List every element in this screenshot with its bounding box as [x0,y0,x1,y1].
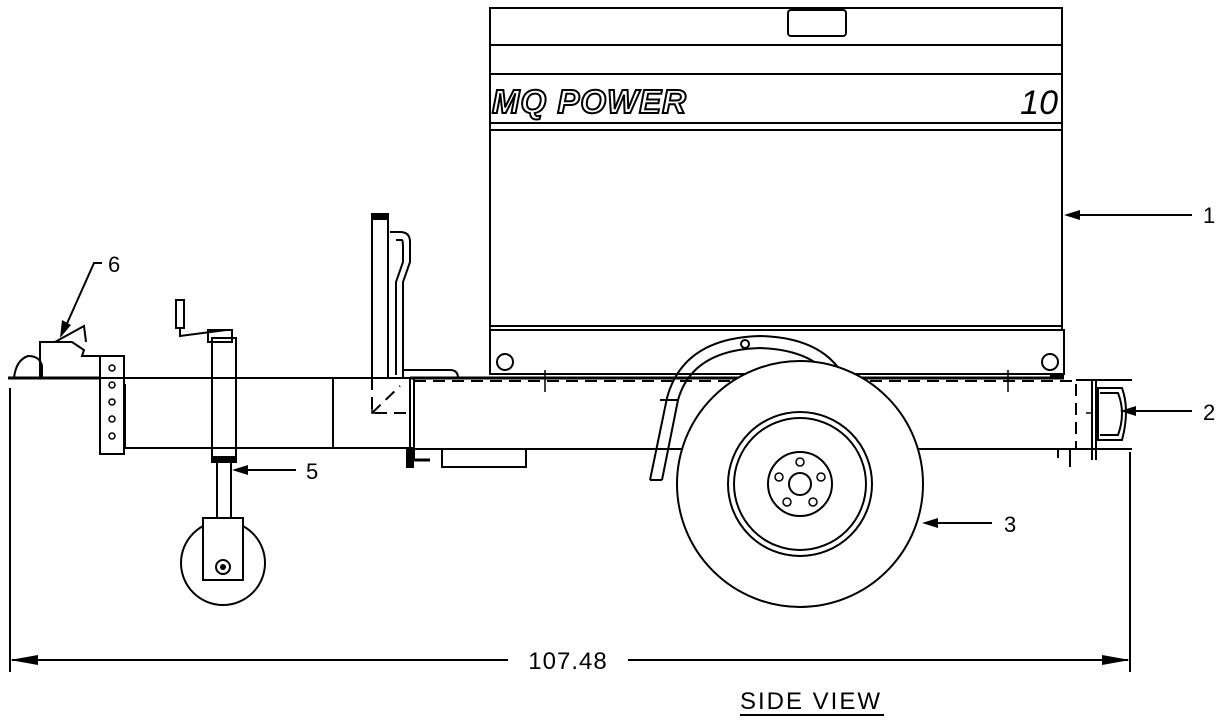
callout-1: 1 [1203,203,1215,228]
view-caption: SIDE VIEW [740,688,882,715]
exhaust-stack [371,213,459,414]
trailer-wheel [676,360,924,608]
callout-3: 3 [1004,512,1016,537]
callout-leaders [60,210,1192,528]
trailer-tongue [8,377,1130,468]
brand-logo: MQ POWER [492,83,687,120]
lift-hole-right [1041,353,1059,371]
callout-5: 5 [306,459,318,484]
tongue-jack [175,299,266,606]
rear-bumper [1076,379,1132,460]
generator-enclosure: MQ POWER 10 [489,7,1063,331]
coupler [8,324,125,455]
model-number: 10 [1020,84,1058,122]
callout-2: 2 [1203,400,1215,425]
callout-6: 6 [108,252,120,277]
overall-dimension-line [9,388,1131,672]
top-latch [787,9,847,37]
lift-hole-left [496,353,514,371]
overall-dimension-value: 107.48 [528,648,607,675]
